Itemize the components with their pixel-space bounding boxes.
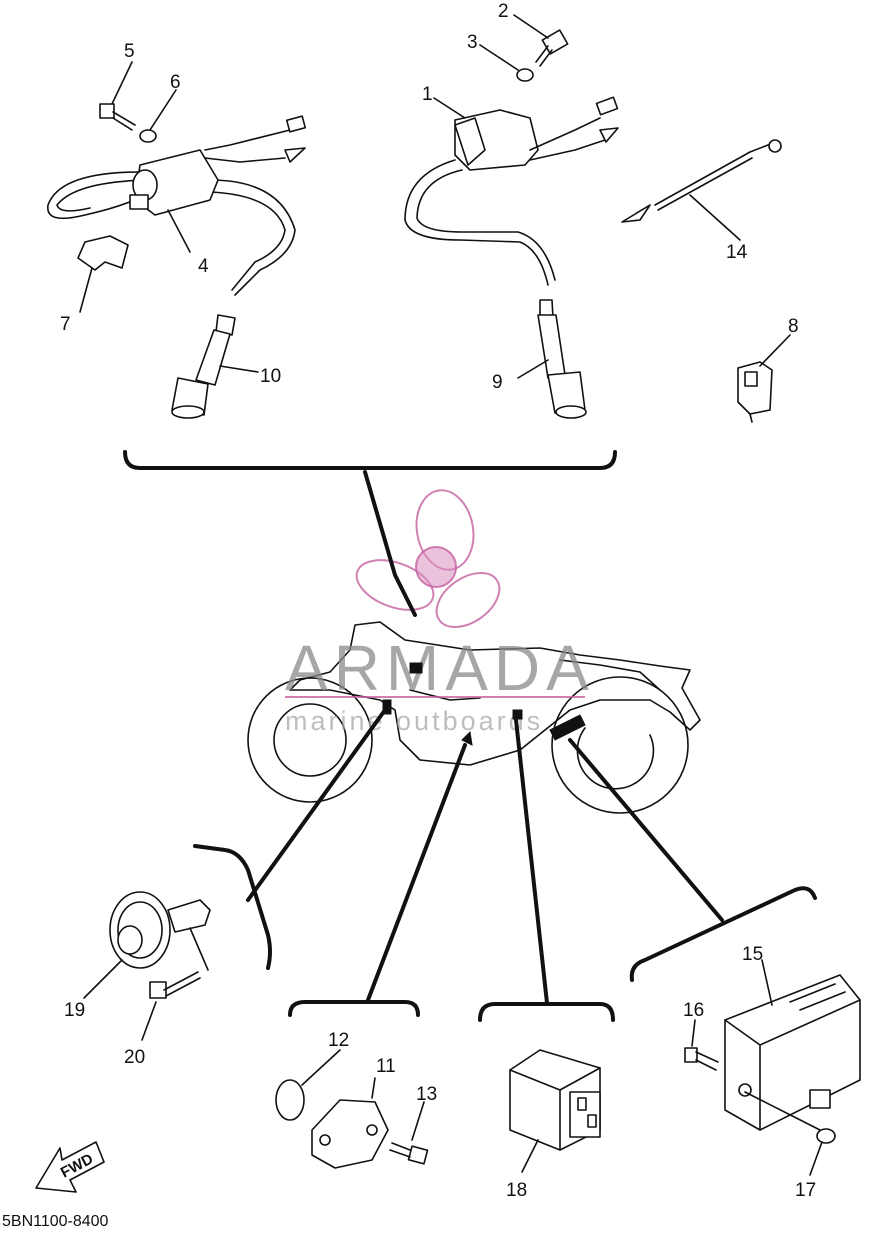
screw-16 bbox=[684, 1047, 719, 1071]
callout-7: 7 bbox=[60, 314, 71, 335]
location-marker-regulator bbox=[549, 714, 586, 741]
callout-9: 9 bbox=[492, 372, 503, 393]
bolt-2 bbox=[535, 29, 569, 67]
watermark-logo: ARMADA marine outboards bbox=[285, 489, 595, 736]
callout-10: 10 bbox=[260, 366, 281, 387]
drawing-code: 5BN1100-8400 bbox=[2, 1213, 109, 1229]
ignition-coil-left bbox=[47, 115, 307, 296]
ignition-coil-right bbox=[404, 96, 619, 286]
horn-19 bbox=[109, 891, 211, 971]
washer-6 bbox=[139, 129, 157, 143]
group-brackets bbox=[123, 450, 817, 1022]
callout-6: 6 bbox=[170, 72, 181, 93]
callout-13: 13 bbox=[416, 1084, 437, 1105]
bolt-20 bbox=[149, 971, 201, 999]
callout-15: 15 bbox=[742, 944, 763, 965]
callout-16: 16 bbox=[683, 1000, 704, 1021]
forward-arrow: FWD bbox=[35, 1141, 105, 1193]
clip-8 bbox=[737, 361, 773, 423]
relay-18 bbox=[509, 1049, 601, 1151]
callout-19: 19 bbox=[64, 1000, 85, 1021]
location-marker-sensor bbox=[461, 730, 473, 746]
callout-8: 8 bbox=[788, 316, 799, 337]
callout-11: 11 bbox=[376, 1056, 396, 1077]
watermark-brand: ARMADA bbox=[285, 632, 595, 704]
callout-1: 1 bbox=[422, 84, 433, 105]
clamp-7 bbox=[77, 235, 129, 271]
watermark-tagline: marine outboards bbox=[285, 706, 543, 736]
callout-leaders bbox=[79, 14, 823, 1176]
callout-3: 3 bbox=[467, 32, 478, 53]
screw-13 bbox=[389, 1142, 429, 1165]
lead-wire-14 bbox=[621, 139, 782, 223]
callout-5: 5 bbox=[124, 41, 135, 62]
callout-4: 4 bbox=[198, 256, 209, 277]
regulator-15 bbox=[724, 974, 861, 1131]
spark-plug-cap-9 bbox=[537, 299, 587, 419]
spark-plug-cap-10 bbox=[171, 314, 236, 419]
collar-17 bbox=[744, 1091, 836, 1144]
callout-14: 14 bbox=[726, 242, 748, 263]
sensor-11 bbox=[311, 1099, 389, 1169]
callout-17: 17 bbox=[795, 1180, 816, 1201]
callout-18: 18 bbox=[506, 1180, 527, 1201]
washer-3 bbox=[516, 68, 534, 82]
location-marker-relay bbox=[512, 709, 523, 720]
callout-12: 12 bbox=[328, 1030, 349, 1051]
location-marker-horn bbox=[382, 699, 392, 715]
location-marker-coil bbox=[409, 662, 423, 674]
callout-numbers: 1 2 3 4 5 6 7 8 9 10 11 12 13 14 15 16 1… bbox=[60, 1, 816, 1201]
bolt-5 bbox=[99, 103, 136, 131]
callout-2: 2 bbox=[498, 1, 509, 22]
o-ring-12 bbox=[275, 1079, 305, 1121]
callout-20: 20 bbox=[124, 1047, 145, 1068]
